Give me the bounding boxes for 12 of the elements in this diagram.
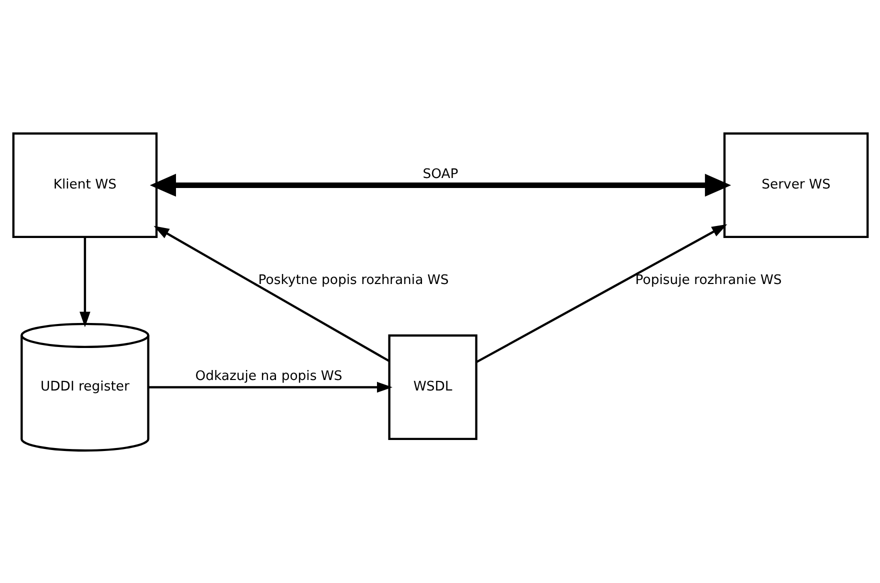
node-box: Server WS xyxy=(722,132,868,238)
arrow xyxy=(149,173,731,196)
arrow xyxy=(148,381,392,392)
arrow xyxy=(475,224,727,363)
edge-label: Odkazuje na popis WS xyxy=(194,368,342,384)
edge-label: Poskytne popis rozhrania WS xyxy=(258,272,448,288)
arrow xyxy=(153,225,390,362)
node-box: Klient WS xyxy=(12,132,158,238)
arrow xyxy=(79,236,90,327)
node-box: WSDL xyxy=(388,334,477,440)
edge-label: Popisuje rozhranie WS xyxy=(634,272,782,288)
edge-label: SOAP xyxy=(422,166,458,182)
